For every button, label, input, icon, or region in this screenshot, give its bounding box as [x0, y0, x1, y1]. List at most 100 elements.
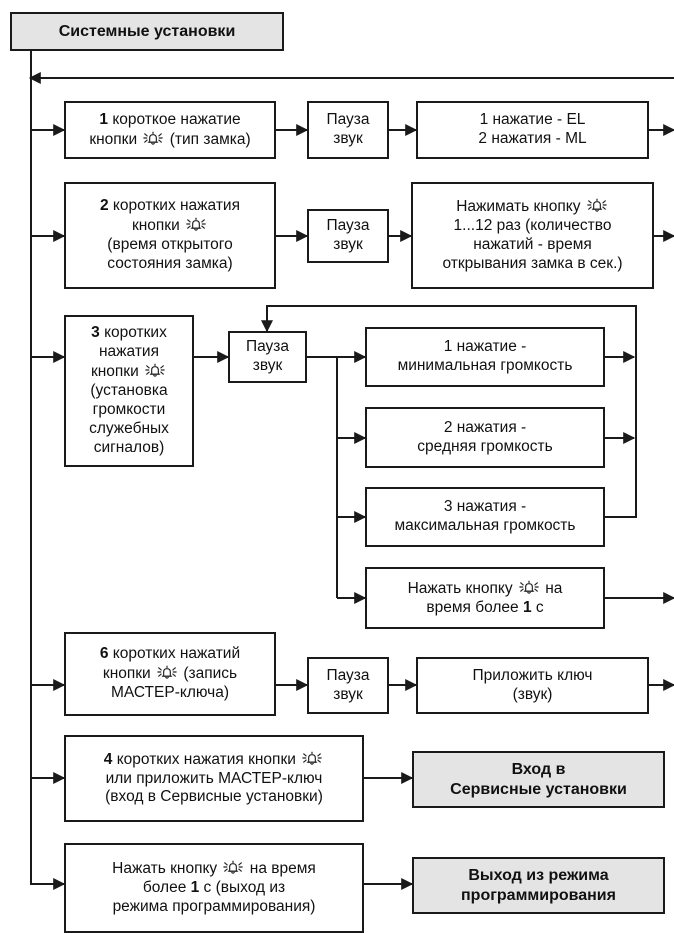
box-text-line: (установка — [90, 382, 167, 401]
box-text-line: звук — [333, 686, 363, 705]
box-text-line: служебных — [89, 420, 169, 439]
box-text-line: Нажимать кнопку — [456, 197, 609, 217]
text-segment: МАСТЕР-ключа) — [110, 683, 230, 701]
text-segment: (звук) — [512, 685, 553, 703]
box-text-line: нажатия — [99, 343, 159, 362]
text-segment: средняя громкость — [417, 437, 553, 455]
text-segment: Приложить ключ — [472, 666, 593, 684]
box-text-line: время более 1 с — [426, 599, 543, 618]
bold-number: 3 — [91, 324, 100, 342]
text-segment: (тип замка) — [165, 130, 251, 148]
row3-loop-back — [261, 305, 637, 518]
bell-icon — [302, 751, 322, 765]
box-text-line: (звук) — [513, 686, 553, 705]
text-segment: время более — [426, 598, 523, 616]
bell-icon — [145, 363, 165, 377]
bold-number: 1 — [522, 598, 532, 616]
box-text-line: (вход в Сервисные установки) — [105, 788, 323, 807]
text-segment: Нажать кнопку — [112, 860, 222, 878]
box-text-line: Приложить ключ — [473, 667, 593, 686]
text-segment: состояния замка) — [107, 254, 233, 272]
title-box: Системные установки — [10, 12, 284, 51]
text-segment: нажатий - время — [473, 236, 592, 253]
box-text-line: кнопки — [132, 216, 208, 236]
row3-option-2-box: 2 нажатия -средняя громкость — [365, 407, 605, 468]
text-segment: 1 нажатие - — [443, 338, 527, 356]
box-text-line: 1 короткое нажатие — [99, 111, 240, 130]
text-segment: или приложить МАСТЕР-ключ — [105, 769, 323, 787]
box-text-line: звук — [333, 236, 363, 255]
box-text-line: 2 нажатия - — [444, 419, 526, 438]
text-segment: программирования — [461, 886, 616, 904]
box-text-line: более 1 с (выход из — [143, 879, 285, 898]
text-segment: с — [531, 598, 544, 616]
text-segment: (установка — [90, 382, 168, 400]
text-segment: (вход в Сервисные установки) — [105, 788, 323, 806]
bell-icon — [587, 198, 607, 212]
text-segment: служебных — [89, 419, 169, 437]
box-text-line: программирования — [461, 886, 616, 906]
box-text-line: 6 коротких нажатий — [100, 645, 240, 664]
box-text-line: нажатий - время — [473, 236, 592, 255]
row4-result-box: Приложить ключ(звук) — [416, 657, 649, 714]
text-segment: Сервисные установки — [450, 780, 627, 798]
text-segment: режима программирования) — [112, 897, 316, 915]
text-segment: кнопки — [131, 217, 185, 235]
box-text-line: 1 нажатие - — [444, 338, 527, 357]
box-text-line: Пауза — [246, 338, 289, 357]
box-text-line: 1...12 раз (количество — [454, 217, 612, 236]
text-segment: Пауза — [245, 338, 290, 356]
text-segment: более — [142, 879, 191, 897]
text-segment: коротких нажатий — [108, 645, 241, 663]
text-segment: минимальная громкость — [397, 357, 573, 374]
box-text-line: или приложить МАСТЕР-ключ — [106, 770, 323, 789]
text-segment: Нажать кнопку — [407, 579, 517, 597]
text-segment: громкости — [92, 400, 166, 418]
text-segment: 2 нажатия - ML — [478, 130, 587, 147]
box-text-line: Пауза — [326, 667, 369, 686]
text-segment: звук — [252, 357, 283, 374]
text-segment: звук — [333, 685, 363, 703]
text-segment: коротких нажатия — [108, 197, 240, 215]
text-segment: на — [540, 579, 563, 597]
box-text-line: звук — [253, 357, 283, 376]
box-text-line: Сервисные установки — [450, 780, 627, 800]
text-segment: на время — [245, 860, 316, 878]
text-segment: коротких нажатия кнопки — [112, 750, 301, 768]
box-text-line: Пауза — [326, 111, 369, 130]
box-text-line: Вход в — [512, 760, 566, 780]
bold-number: 2 — [100, 197, 109, 215]
box-text-line: МАСТЕР-ключа) — [111, 684, 229, 703]
box-text-line: минимальная громкость — [398, 357, 573, 376]
text-segment: Нажимать кнопку — [456, 198, 585, 216]
box-text-line: открывания замка в сек.) — [442, 255, 622, 274]
box-text-line: громкости — [93, 401, 166, 420]
text-segment: нажатия — [99, 343, 159, 361]
text-segment: Пауза — [326, 217, 370, 235]
bold-number: 1 — [99, 110, 109, 128]
text-segment: короткое нажатие — [108, 110, 241, 128]
text-segment: (запись — [179, 665, 238, 683]
text-segment: 3 нажатия - — [443, 498, 527, 516]
text-segment: кнопки — [89, 130, 142, 148]
box-text-line: 2 нажатия - ML — [478, 130, 586, 149]
bell-icon — [186, 217, 206, 231]
row3-option-3-box: 3 нажатия -максимальная громкость — [365, 487, 605, 547]
text-segment: максимальная громкость — [394, 517, 576, 534]
box-text-line: 3 коротких — [91, 324, 167, 343]
box-text-line: кнопки — [91, 362, 167, 382]
text-segment: кнопки — [102, 665, 156, 683]
box-text-line: Выход из режима — [468, 866, 608, 886]
text-segment: звук — [333, 130, 363, 147]
bell-icon — [157, 665, 177, 679]
